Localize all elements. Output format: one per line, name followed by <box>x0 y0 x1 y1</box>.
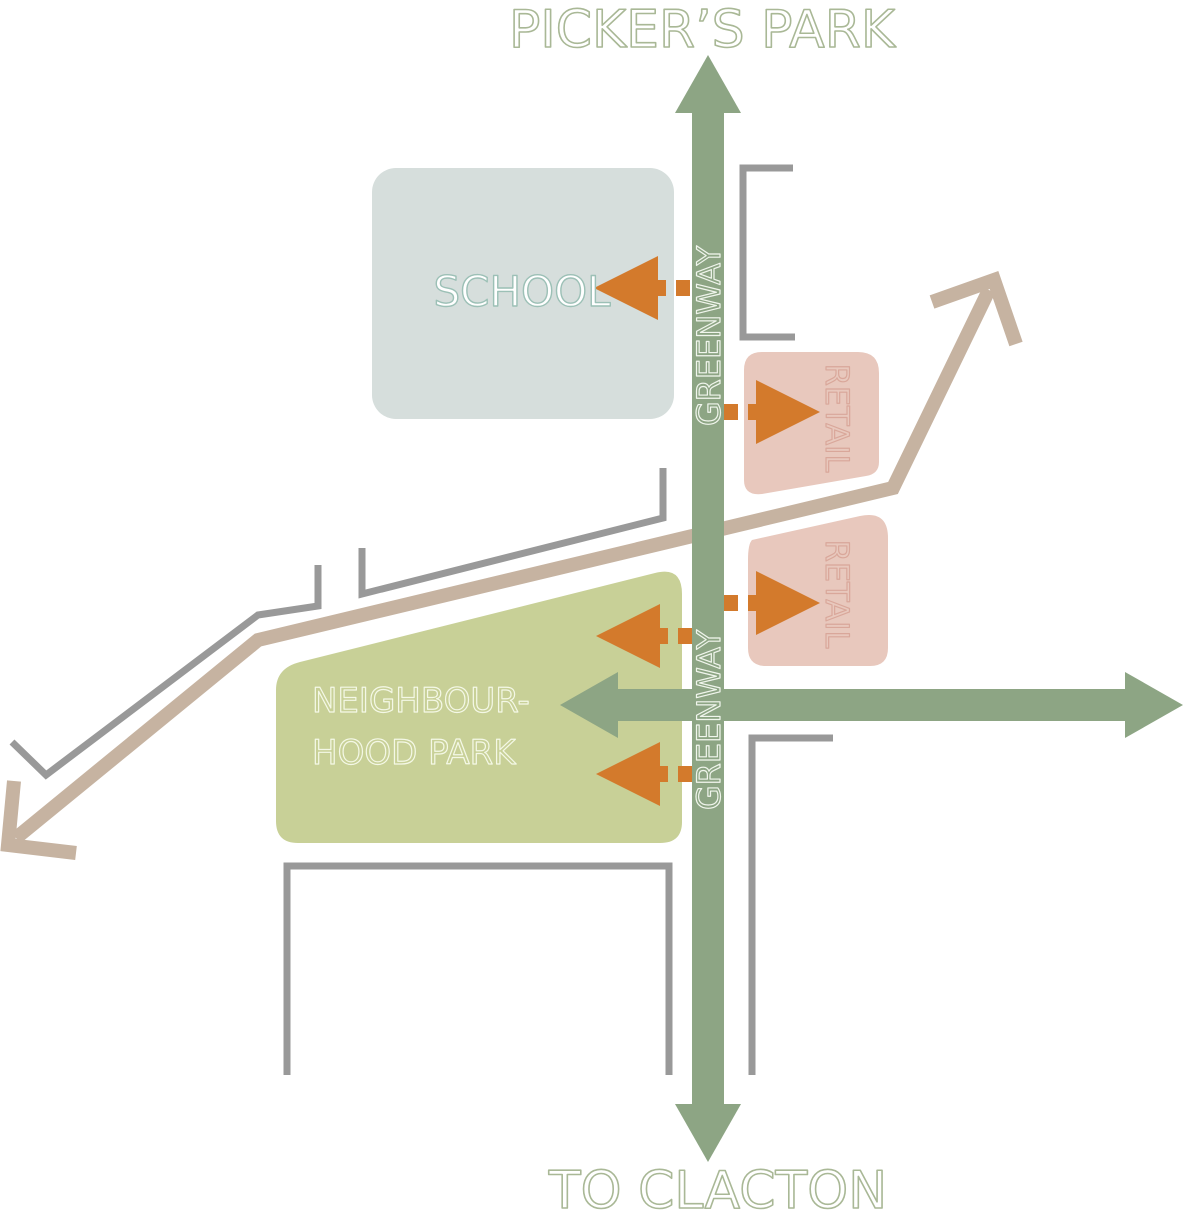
greenway-arrowhead-east-icon <box>1125 672 1183 738</box>
greenway-arrowhead-north-icon <box>675 55 741 113</box>
greenway-horizontal-shaft <box>612 689 1132 721</box>
label-pickers-park: PICKER’S PARK <box>509 0 897 60</box>
diagonal-path <box>0 271 1023 860</box>
diagonal-path-arrowhead-sw <box>0 780 77 860</box>
greenway-arrows <box>560 55 1183 1162</box>
greenway-arrowhead-west-icon <box>560 672 618 738</box>
greenway-vertical-shaft <box>692 110 724 1110</box>
label-park-line2: HOOD PARK <box>312 733 517 773</box>
greenway-arrowhead-south-icon <box>675 1104 741 1162</box>
street-edge-school-south <box>358 468 667 599</box>
school-block <box>372 168 674 419</box>
label-retail-upper: RETAIL <box>818 364 856 473</box>
retail-block-upper <box>744 352 879 495</box>
label-greenway-lower: GREENWAY <box>690 629 728 810</box>
label-greenway-upper: GREENWAY <box>690 245 728 426</box>
street-edge-east-bracket <box>739 164 795 341</box>
label-retail-lower: RETAIL <box>818 540 856 649</box>
neighbourhood-park-block <box>276 571 682 843</box>
diagonal-path-line <box>11 286 996 844</box>
street-edge-south-block <box>283 862 673 1075</box>
label-school: SCHOOL <box>433 267 611 316</box>
label-to-clacton: TO CLACTON <box>548 1161 887 1216</box>
street-edge-east-lower <box>748 734 833 1075</box>
street-edges <box>9 164 833 1075</box>
label-park-line1: NEIGHBOUR- <box>312 681 530 721</box>
access-arrows <box>594 256 820 806</box>
street-edge-west <box>9 565 322 780</box>
retail-block-lower <box>748 514 888 666</box>
diagonal-path-arrowhead-ne <box>929 271 1023 347</box>
